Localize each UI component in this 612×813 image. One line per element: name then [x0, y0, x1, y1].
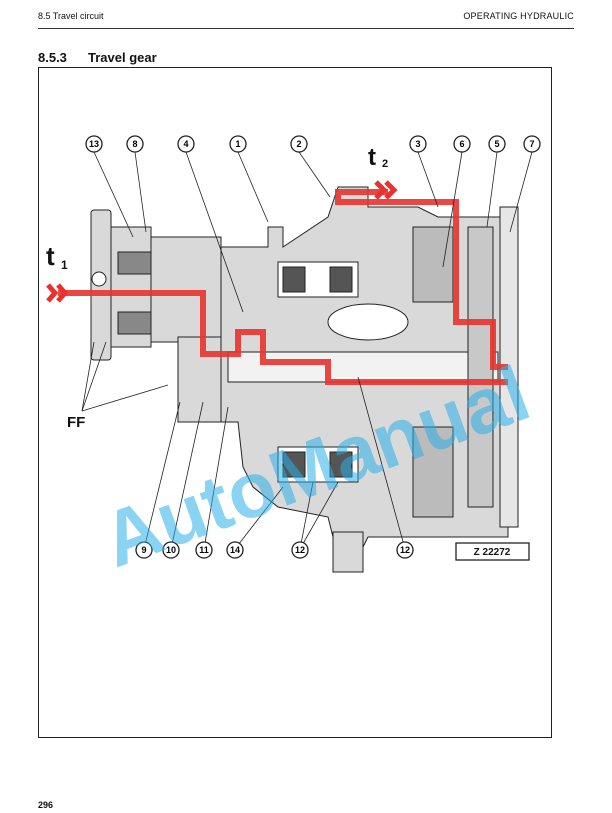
flow-chevrons: [46, 180, 398, 303]
t1-chevron-b: [56, 283, 69, 303]
svg-text:12: 12: [400, 545, 410, 555]
t2-label: t: [368, 144, 376, 171]
callout-6: 6: [453, 135, 471, 153]
t2-chevron-b: [384, 180, 398, 200]
section-title: 8.5.3 Travel gear: [38, 50, 157, 65]
leader-1: [237, 151, 269, 223]
section-text: Travel gear: [88, 50, 157, 65]
flow-labels: t 1 t 2 FF: [46, 144, 388, 431]
callout-leaders: [93, 151, 533, 550]
flow-path-t2: [335, 189, 508, 370]
callout-2: 2: [290, 135, 308, 153]
callout-14: 14: [226, 541, 244, 559]
svg-text:3: 3: [415, 139, 420, 149]
leader-6: [442, 151, 463, 268]
svg-text:12: 12: [295, 545, 305, 555]
t1-chevron-a: [46, 283, 59, 303]
ff-leader-3: [81, 384, 169, 412]
leader-10: [170, 401, 204, 550]
callout-9: 9: [135, 541, 153, 559]
svg-text:5: 5: [494, 139, 499, 149]
t1-subscript: 1: [61, 258, 68, 272]
flange-port: [91, 271, 107, 287]
ff-leader-2: [81, 341, 95, 412]
ff-label: FF: [67, 414, 85, 431]
svg-text:14: 14: [230, 545, 240, 555]
intermediate-housing: [150, 236, 222, 343]
svg-text:2: 2: [296, 139, 301, 149]
leader-5: [486, 151, 498, 228]
taper-bearing-4: [329, 451, 353, 478]
callout-8: 8: [126, 135, 144, 153]
taper-bearing-3: [282, 451, 306, 478]
ff-leaders: [81, 341, 169, 412]
taper-bearing-1: [282, 266, 306, 293]
callout-5: 5: [488, 135, 506, 153]
callout-3: 3: [409, 135, 427, 153]
leader-8: [134, 151, 147, 233]
t2-subscript: 2: [382, 158, 388, 170]
header-rule: [38, 28, 574, 29]
leader-11: [203, 406, 229, 550]
section-number: 8.5.3: [38, 50, 67, 65]
leader-4: [185, 151, 244, 313]
gear-section: [90, 186, 519, 573]
housing-cutout: [327, 303, 409, 341]
callout-7: 7: [523, 135, 541, 153]
brake-pack-upper: [117, 251, 155, 275]
planet-gear-upper: [412, 226, 454, 303]
leader-12a-2: [299, 481, 339, 550]
leader-12b: [357, 376, 406, 550]
travel-gear-drawing: t 1 t 2 FF 13 8 4 1 2 3 6 5: [46, 135, 541, 584]
figure-frame: [38, 67, 552, 738]
callout-1: 1: [229, 135, 247, 153]
callout-10: 10: [162, 541, 180, 559]
planet-gear-lower: [412, 426, 454, 518]
svg-text:7: 7: [529, 139, 534, 149]
brake-pack-lower: [117, 311, 155, 335]
callout-12b: 12: [396, 541, 414, 559]
callout-11: 11: [195, 541, 213, 559]
svg-text:8: 8: [132, 139, 137, 149]
ff-leader-1: [81, 341, 107, 412]
page-number: 296: [38, 800, 54, 810]
flow-path-t1: [58, 290, 508, 385]
leader-9: [143, 401, 181, 550]
ring-gear: [467, 226, 494, 508]
svg-text:1: 1: [235, 139, 240, 149]
svg-text:10: 10: [166, 545, 176, 555]
leader-13: [93, 151, 134, 238]
figure-ref: Z 22272: [474, 547, 511, 558]
svg-text:9: 9: [141, 545, 146, 555]
callout-12a: 12: [291, 541, 309, 559]
header-section: 8.5 Travel circuit: [38, 11, 104, 21]
central-shaft: [227, 351, 499, 383]
leader-12a-1: [299, 481, 314, 550]
leader-2: [298, 151, 331, 198]
oil-flow: [58, 189, 508, 385]
callouts: 13 8 4 1 2 3 6 5 7 9 10 11 14 12 12: [85, 135, 541, 559]
svg-text:11: 11: [199, 545, 209, 555]
header-chapter: OPERATING HYDRAULIC: [463, 11, 574, 21]
taper-bearing-2: [329, 266, 353, 293]
t1-label: t: [46, 241, 55, 271]
t2-chevron-a: [374, 180, 388, 200]
leader-3: [417, 151, 439, 208]
leader-14: [234, 486, 284, 550]
lower-flange: [332, 531, 364, 573]
svg-text:13: 13: [89, 139, 99, 149]
svg-text:6: 6: [459, 139, 464, 149]
callout-4: 4: [177, 135, 195, 153]
callout-13: 13: [85, 135, 103, 153]
svg-text:4: 4: [183, 139, 188, 149]
figure-ref-box: Z 22272: [455, 542, 530, 561]
leader-7: [509, 151, 533, 233]
